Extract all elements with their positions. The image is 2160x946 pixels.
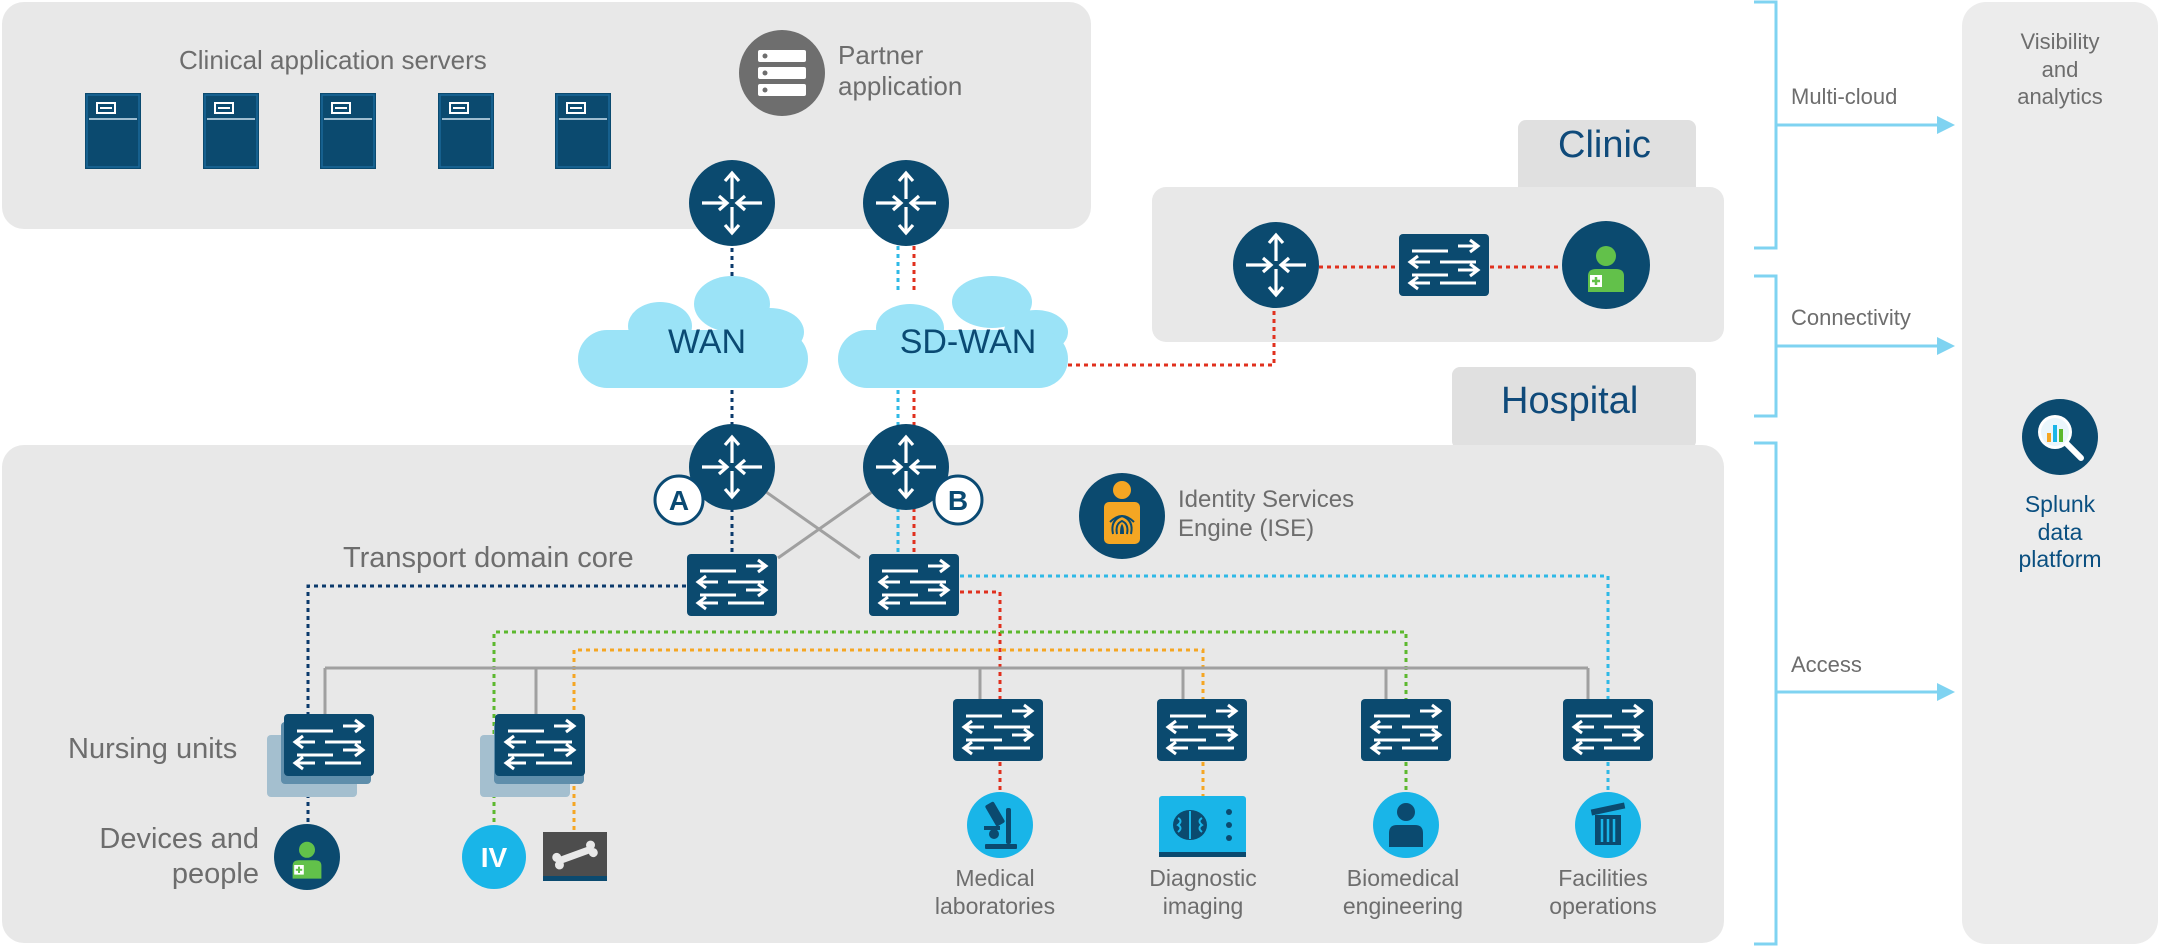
person-icon bbox=[274, 824, 340, 890]
wan-cloud bbox=[578, 276, 808, 388]
hospital-panel bbox=[2, 445, 1724, 943]
engineer-icon bbox=[1373, 792, 1439, 858]
xray-monitor-icon bbox=[543, 832, 607, 881]
microscope-icon bbox=[967, 792, 1033, 858]
switch-icon bbox=[867, 552, 961, 618]
fingerprint-icon bbox=[1079, 473, 1165, 559]
clinic-title: Clinic bbox=[1558, 124, 1651, 166]
hospital-title: Hospital bbox=[1501, 380, 1639, 422]
visibility-analytics-label: Visibility and analytics bbox=[2017, 29, 2103, 109]
facilities-label: Facilities operations bbox=[1549, 865, 1657, 920]
layer-brackets bbox=[1754, 0, 1940, 946]
switch-icon bbox=[1561, 697, 1655, 763]
imaging-label: Diagnostic imaging bbox=[1149, 865, 1257, 920]
server-icon bbox=[319, 92, 377, 170]
hospital-tab bbox=[1452, 367, 1696, 449]
brain-scan-icon bbox=[1159, 796, 1246, 857]
switch-icon bbox=[282, 712, 376, 778]
switch-icon bbox=[1155, 697, 1249, 763]
partner-application-label: Partner application bbox=[838, 40, 963, 102]
server-icon bbox=[84, 92, 142, 170]
switch-icon bbox=[1397, 232, 1491, 298]
wan-label: WAN bbox=[667, 323, 747, 361]
trash-bin-icon bbox=[1575, 792, 1641, 858]
server-icon bbox=[554, 92, 612, 170]
partner-server-stack-icon bbox=[739, 30, 825, 116]
sdwan-label: SD-WAN bbox=[899, 323, 1037, 361]
biomed-label: Biomedical engineering bbox=[1342, 865, 1464, 920]
switch-icon bbox=[685, 552, 779, 618]
server-icon bbox=[437, 92, 495, 170]
iv-switch-stack bbox=[480, 712, 587, 797]
ise-label: Identity Services Engine (ISE) bbox=[1178, 486, 1355, 542]
access-label: Access bbox=[1791, 652, 1862, 677]
router-icon bbox=[687, 158, 777, 248]
marker-b-label: B bbox=[947, 485, 969, 516]
clinic-tab bbox=[1518, 120, 1696, 202]
nursing-units-label: Nursing units bbox=[68, 733, 238, 765]
multicloud-label: Multi-cloud bbox=[1791, 84, 1898, 109]
marker-b-circle bbox=[932, 474, 984, 526]
marker-a-label: A bbox=[668, 485, 690, 516]
switch-icon bbox=[493, 712, 587, 778]
nursing-switch-stack bbox=[267, 712, 376, 797]
splunk-magnifier-icon bbox=[2022, 399, 2098, 475]
marker-a-circle bbox=[653, 474, 705, 526]
router-icon bbox=[861, 158, 951, 248]
router-icon bbox=[1231, 220, 1321, 310]
layer-arrowheads bbox=[1937, 116, 1955, 701]
transport-core-label: Transport domain core bbox=[343, 542, 634, 574]
devices-people-label: Devices and people bbox=[99, 823, 259, 891]
clinical-servers-label: Clinical application servers bbox=[179, 45, 487, 75]
server-icon bbox=[202, 92, 260, 170]
iv-icon bbox=[462, 825, 526, 889]
iv-label: IV bbox=[480, 842, 508, 873]
clinic-person-icon bbox=[1562, 221, 1650, 309]
switch-icon bbox=[951, 697, 1045, 763]
connectivity-label: Connectivity bbox=[1791, 305, 1911, 330]
switch-icon bbox=[1359, 697, 1453, 763]
labs-label: Medical laboratories bbox=[934, 865, 1056, 920]
splunk-platform-label: Splunk data platform bbox=[2018, 491, 2102, 573]
sdwan-cloud bbox=[838, 276, 1068, 388]
